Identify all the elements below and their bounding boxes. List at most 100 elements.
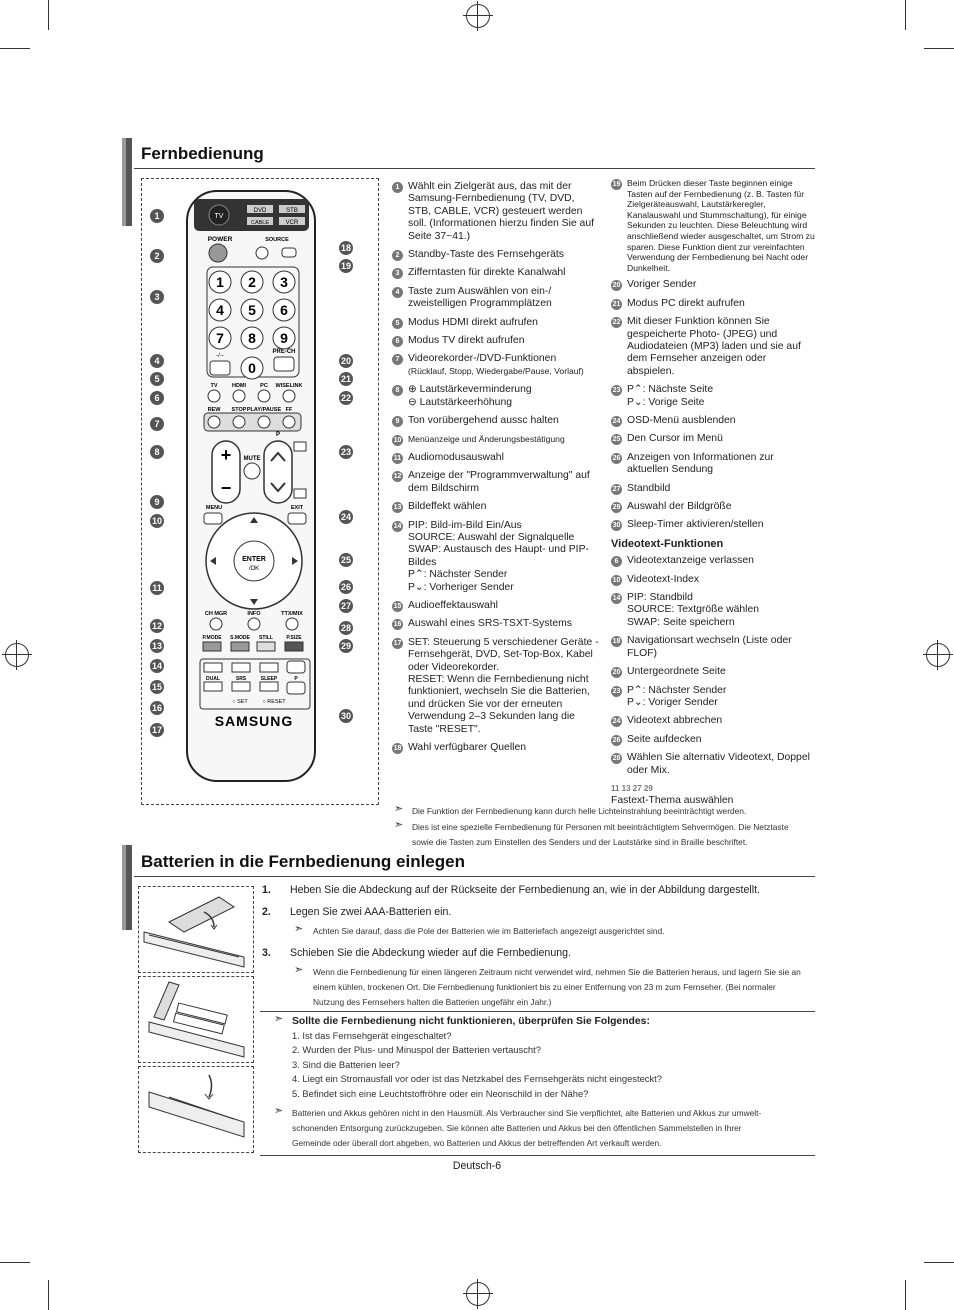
svg-text:CABLE: CABLE (251, 220, 269, 226)
note-arrow-icon: ➣ (394, 819, 404, 831)
registration-mark-right (923, 640, 953, 670)
callout-21: 21 (339, 372, 353, 386)
remote-note-2: Dies ist eine spezielle Fernbedienung fü… (412, 822, 789, 847)
callout-20: 20 (339, 354, 353, 368)
troubleshoot-item-3: 3. Sind die Batterien leer? (292, 1059, 400, 1070)
troubleshoot-item-4: 4. Liegt ein Stromausfall vor oder ist d… (292, 1073, 662, 1084)
callout-19: 19 (339, 259, 353, 273)
battery-step-2-number: 2. (262, 906, 271, 918)
svg-text:TTX/MIX: TTX/MIX (281, 611, 303, 617)
svg-text:TV: TV (210, 383, 217, 389)
battery-step-2-image (138, 976, 254, 1063)
svg-text:/OK: /OK (249, 566, 259, 572)
callout-4: 4 (150, 354, 164, 368)
section-rule (260, 1155, 815, 1156)
note-arrow-icon: ➣ (394, 803, 404, 815)
section-rule (134, 168, 815, 169)
battery-step-3-note: Wenn die Fernbedienung für einen längere… (313, 967, 801, 1007)
svg-text:S.MODE: S.MODE (230, 635, 250, 641)
battery-step-3-image (138, 1066, 254, 1153)
battery-step-3-number: 3. (262, 947, 271, 959)
svg-text:POWER: POWER (208, 236, 233, 243)
section-bar (122, 845, 126, 930)
svg-text:○ SET: ○ SET (232, 699, 248, 705)
section-rule (134, 876, 815, 877)
svg-text:MENU: MENU (206, 505, 222, 511)
svg-text:PLAY/PAUSE: PLAY/PAUSE (247, 407, 282, 413)
callout-16: 16 (150, 701, 164, 715)
svg-text:TV: TV (215, 213, 224, 220)
callout-10: 10 (150, 514, 164, 528)
svg-text:9: 9 (280, 330, 288, 346)
battery-step-2-text: Legen Sie zwei AAA-Batterien ein. (290, 906, 452, 918)
callout-1: 1 (150, 209, 164, 223)
svg-text:DUAL: DUAL (206, 676, 220, 682)
svg-text:STILL: STILL (259, 635, 273, 641)
callout-7: 7 (150, 417, 164, 431)
crop-mark (48, 1280, 49, 1310)
note-arrow-icon: ➣ (274, 1105, 284, 1117)
crop-mark (924, 48, 954, 49)
callout-26: 26 (339, 580, 353, 594)
callout-28: 28 (339, 621, 353, 635)
svg-text:-/--: -/-- (216, 353, 224, 359)
callout-11: 11 (150, 581, 164, 595)
troubleshoot-item-2: 2. Wurden der Plus- und Minuspol der Bat… (292, 1044, 541, 1055)
callout-3: 3 (150, 290, 164, 304)
remote-note-1: Die Funktion der Fernbedienung kann durc… (412, 806, 747, 816)
battery-step-3-text: Schieben Sie die Abdeckung wieder auf di… (290, 947, 571, 959)
section-bar (122, 845, 132, 930)
svg-text:SRS: SRS (236, 676, 247, 682)
crop-mark (905, 1280, 906, 1310)
section-rule (260, 1011, 815, 1012)
svg-text:3: 3 (280, 274, 288, 290)
section-title-battery: Batterien in die Fernbedienung einlegen (141, 852, 465, 871)
svg-text:EXIT: EXIT (291, 505, 304, 511)
svg-text:P.SIZE: P.SIZE (286, 635, 302, 641)
troubleshoot-heading: Sollte die Fernbedienung nicht funktioni… (292, 1016, 650, 1027)
svg-text:4: 4 (216, 302, 224, 318)
svg-text:P.MODE: P.MODE (202, 635, 222, 641)
svg-text:DVD: DVD (254, 208, 267, 214)
callout-24: 24 (339, 510, 353, 524)
crop-mark (905, 0, 906, 30)
registration-mark-top (463, 1, 493, 31)
svg-text:INFO: INFO (247, 611, 261, 617)
section-title-remote: Fernbedienung (141, 144, 264, 163)
svg-text:1: 1 (216, 274, 224, 290)
svg-text:VCR: VCR (286, 220, 299, 226)
disposal-note: Batterien und Akkus gehören nicht in den… (292, 1108, 762, 1148)
battery-step-1-number: 1. (262, 884, 271, 896)
callout-18: 18 (339, 241, 353, 255)
svg-text:FF: FF (286, 407, 293, 413)
svg-text:7: 7 (216, 330, 224, 346)
battery-step-1-text: Heben Sie die Abdeckung auf der Rückseit… (290, 884, 760, 896)
callout-5: 5 (150, 372, 164, 386)
svg-text:P: P (276, 432, 280, 438)
svg-text:○ RESET: ○ RESET (262, 699, 286, 705)
svg-text:REW: REW (208, 407, 222, 413)
registration-mark-left (2, 640, 32, 670)
svg-text:+: + (221, 445, 232, 465)
svg-text:SOURCE: SOURCE (265, 237, 289, 243)
